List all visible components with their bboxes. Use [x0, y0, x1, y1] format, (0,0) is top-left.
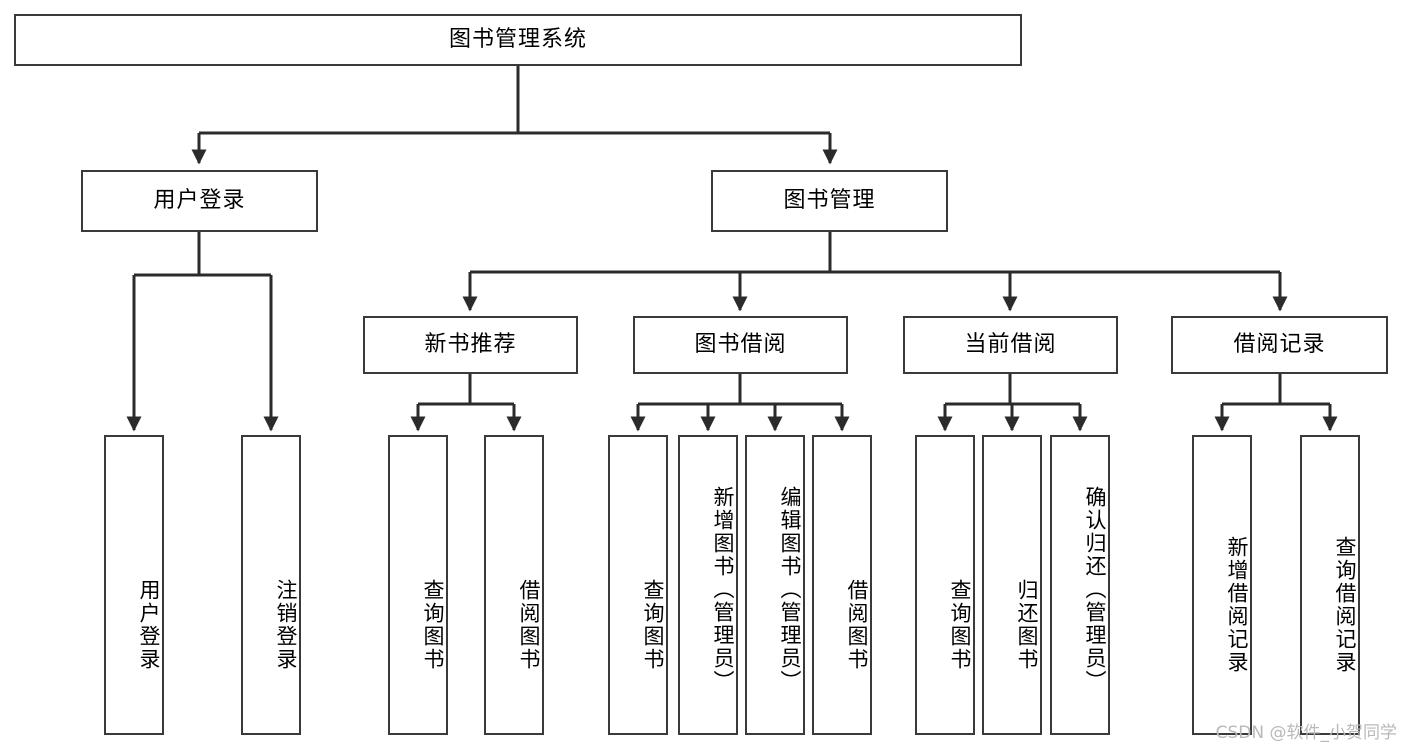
node-leaf-user-login-label: 用户登录: [137, 579, 161, 671]
node-current-borrow[interactable]: 当前借阅: [903, 316, 1118, 374]
node-new-book-recommend[interactable]: 新书推荐: [363, 316, 578, 374]
node-borrow-record[interactable]: 借阅记录: [1171, 316, 1388, 374]
node-leaf-borrow-book-2[interactable]: 借阅图书: [812, 435, 872, 735]
node-leaf-edit-book-label: 编辑图书（管理员）: [778, 485, 802, 693]
node-leaf-query-book-2[interactable]: 查询图书: [608, 435, 668, 735]
node-leaf-edit-book[interactable]: 编辑图书（管理员）: [745, 435, 805, 735]
node-book-borrow-label: 图书借阅: [694, 331, 787, 357]
node-leaf-query-record-label: 查询借阅记录: [1333, 536, 1357, 674]
node-leaf-query-book-3[interactable]: 查询图书: [915, 435, 975, 735]
node-leaf-return-book[interactable]: 归还图书: [982, 435, 1042, 735]
node-leaf-logout-login[interactable]: 注销登录: [241, 435, 301, 735]
node-user-login-label: 用户登录: [153, 187, 246, 213]
node-user-login[interactable]: 用户登录: [81, 170, 318, 232]
node-leaf-add-record[interactable]: 新增借阅记录: [1192, 435, 1252, 735]
node-leaf-query-book-3-label: 查询图书: [948, 579, 972, 671]
node-leaf-logout-login-label: 注销登录: [274, 579, 298, 671]
node-leaf-query-record[interactable]: 查询借阅记录: [1300, 435, 1360, 735]
node-leaf-borrow-book-2-label: 借阅图书: [845, 579, 869, 671]
node-leaf-borrow-book-1[interactable]: 借阅图书: [484, 435, 544, 735]
node-book-borrow[interactable]: 图书借阅: [633, 316, 848, 374]
node-new-book-recommend-label: 新书推荐: [424, 331, 517, 357]
node-leaf-add-book-label: 新增图书（管理员）: [711, 485, 735, 693]
node-leaf-add-book[interactable]: 新增图书（管理员）: [678, 435, 738, 735]
node-root[interactable]: 图书管理系统: [14, 14, 1022, 66]
node-book-manage-label: 图书管理: [783, 187, 876, 213]
node-leaf-confirm-return[interactable]: 确认归还（管理员）: [1050, 435, 1110, 735]
node-book-manage[interactable]: 图书管理: [711, 170, 948, 232]
node-leaf-user-login[interactable]: 用户登录: [104, 435, 164, 735]
node-leaf-return-book-label: 归还图书: [1015, 579, 1039, 671]
node-leaf-query-book-1[interactable]: 查询图书: [388, 435, 448, 735]
node-root-label: 图书管理系统: [448, 26, 587, 52]
node-leaf-add-record-label: 新增借阅记录: [1225, 536, 1249, 674]
node-leaf-query-book-1-label: 查询图书: [421, 579, 445, 671]
node-leaf-confirm-return-label: 确认归还（管理员）: [1083, 485, 1107, 693]
node-leaf-borrow-book-1-label: 借阅图书: [517, 579, 541, 671]
node-current-borrow-label: 当前借阅: [964, 331, 1057, 357]
node-leaf-query-book-2-label: 查询图书: [641, 579, 665, 671]
node-borrow-record-label: 借阅记录: [1233, 331, 1326, 357]
